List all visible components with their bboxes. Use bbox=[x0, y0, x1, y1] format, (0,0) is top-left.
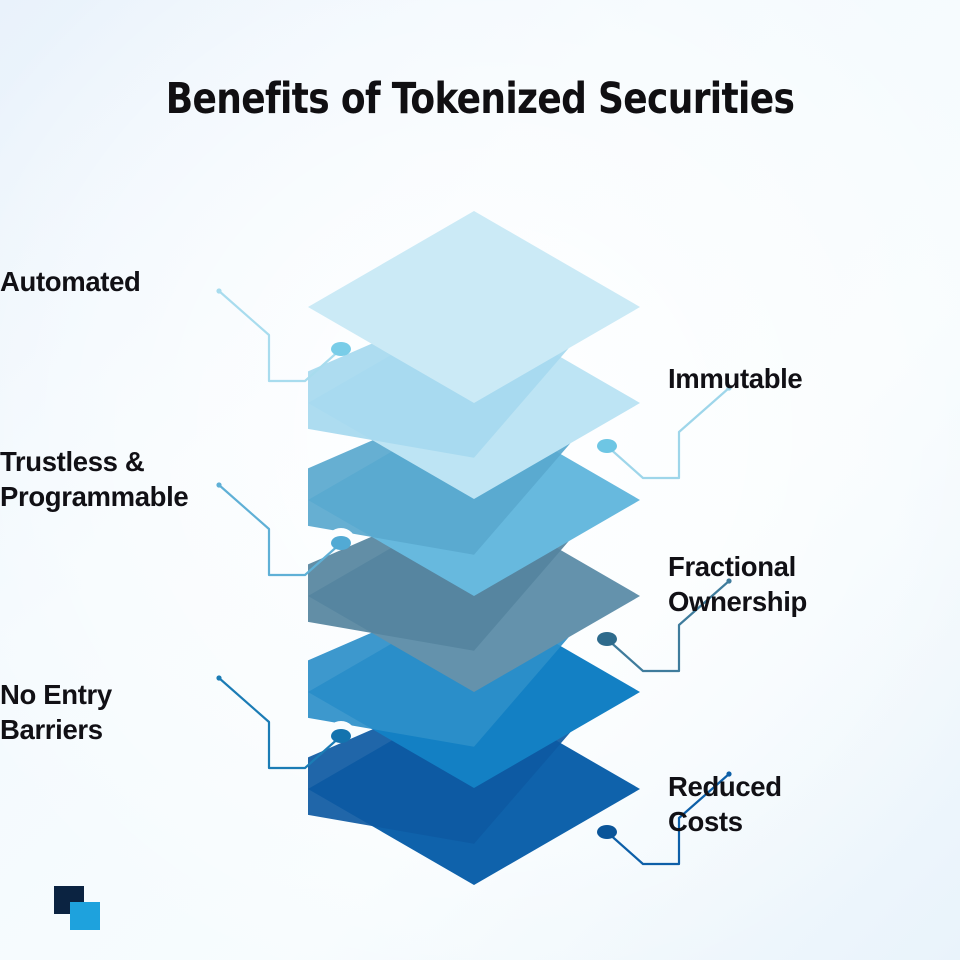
connector-dot-3 bbox=[331, 536, 351, 550]
connector-line-3 bbox=[217, 483, 343, 577]
connector-dot-2 bbox=[597, 439, 617, 453]
diamond-layers bbox=[308, 211, 640, 885]
connector-dot-4 bbox=[597, 632, 617, 646]
connector-endpoint-6 bbox=[726, 771, 732, 777]
connector-endpoint-5 bbox=[216, 675, 222, 681]
connector-line-4 bbox=[605, 579, 731, 673]
connector-endpoint-2 bbox=[726, 385, 732, 391]
layer-label-line: Ownership bbox=[668, 586, 807, 617]
layer-shadow bbox=[308, 439, 574, 555]
connector-lines bbox=[216, 288, 732, 866]
connector-line-1 bbox=[217, 289, 343, 383]
connector-endpoint-4 bbox=[726, 578, 732, 584]
layer-label-1: Automated bbox=[0, 264, 141, 299]
layer-label-line: Programmable bbox=[0, 479, 189, 514]
connector-endpoint-1 bbox=[216, 288, 222, 294]
page-title: Benefits of Tokenized Securities bbox=[165, 74, 795, 124]
connector-dot-6 bbox=[597, 825, 617, 839]
layer-label-2: Immutable bbox=[668, 361, 960, 396]
layer-label-line: Automated bbox=[0, 266, 141, 297]
diamond-layer-1 bbox=[308, 211, 640, 403]
diamond-layer-6 bbox=[308, 693, 640, 885]
layer-shadow bbox=[308, 535, 574, 651]
brand-logo bbox=[54, 886, 104, 934]
logo-square-light bbox=[70, 902, 100, 930]
layer-label-line: Immutable bbox=[668, 363, 803, 394]
diamond-layer-3 bbox=[308, 404, 640, 596]
layer-label-3: Trustless &Programmable bbox=[0, 444, 189, 514]
layer-label-line: Barriers bbox=[0, 714, 103, 745]
layer-label-line: Reduced bbox=[668, 771, 782, 802]
layer-shadow bbox=[308, 631, 574, 747]
connector-line-2 bbox=[605, 386, 731, 480]
layer-label-line: Costs bbox=[668, 806, 743, 837]
layer-label-line: Trustless & bbox=[0, 444, 145, 479]
connector-line-6 bbox=[605, 772, 731, 866]
layer-label-line: Fractional bbox=[668, 551, 796, 582]
layer-shadow bbox=[308, 342, 574, 458]
layer-shadow bbox=[308, 728, 574, 844]
connector-dot-5 bbox=[331, 729, 351, 743]
layer-face bbox=[308, 211, 640, 403]
connector-endpoint-3 bbox=[216, 482, 222, 488]
connector-dot-1 bbox=[331, 342, 351, 356]
connector-line-5 bbox=[217, 676, 343, 770]
layer-label-line: No Entry bbox=[0, 679, 112, 710]
